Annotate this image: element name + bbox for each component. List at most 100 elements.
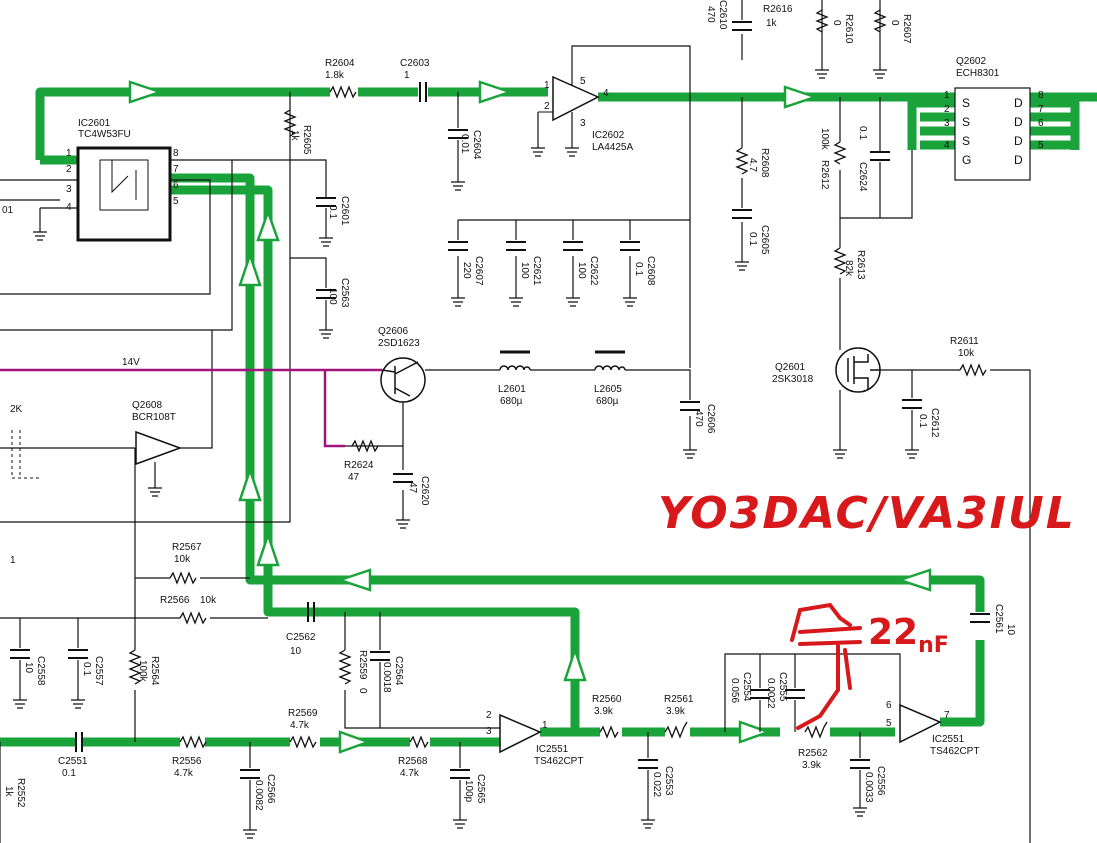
q2602-d3: D xyxy=(1014,134,1023,148)
r2562-ref: R2562 xyxy=(798,748,828,759)
c2551-ref: C2551 xyxy=(58,756,88,767)
ic2551a-pin-2: 2 xyxy=(486,710,492,721)
handwritten-cap-number: 22 xyxy=(868,612,919,653)
ic2601-part: TC4W53FU xyxy=(78,129,131,140)
c2604-value: 0.01 xyxy=(459,134,470,154)
ground-13 xyxy=(873,69,887,79)
resistor-r2556 xyxy=(179,735,207,749)
r2611-value: 10k xyxy=(958,348,975,359)
ic2551b-part: TS462CPT xyxy=(930,746,980,757)
l2605-value: 680µ xyxy=(596,396,619,407)
trace-vbus-right xyxy=(170,185,560,617)
q2601-ref: Q2601 xyxy=(775,362,806,373)
r2604-value: 1.8k xyxy=(325,70,344,81)
c2606-value: 470 xyxy=(693,410,704,427)
q2606-part: 2SD1623 xyxy=(378,338,420,349)
r2608-ref: R2608 xyxy=(759,148,770,178)
q2602-pin-1: 1 xyxy=(944,90,950,101)
r2610-value: 0 xyxy=(831,20,842,26)
cap-c2621 xyxy=(506,241,526,251)
c2605-ref: C2605 xyxy=(759,225,770,255)
ic2551b-triangle xyxy=(899,703,942,744)
r2564-ref: R2564 xyxy=(149,656,160,686)
ground-6 xyxy=(565,147,579,157)
q2608-symbol xyxy=(135,430,183,466)
ground-2 xyxy=(319,237,333,247)
resistor-r2564 xyxy=(128,649,142,685)
wire-c2554 xyxy=(724,653,901,732)
c2605-value: 0.1 xyxy=(747,232,758,246)
ic2602-pin-5: 5 xyxy=(580,76,586,87)
cap-c2562 xyxy=(307,602,315,622)
r2624-ref: R2624 xyxy=(344,460,374,471)
power-rail xyxy=(0,368,382,448)
c2608-ref: C2608 xyxy=(645,256,656,286)
c2612-value: 0.1 xyxy=(917,414,928,428)
wire-left-4 xyxy=(0,92,291,523)
resistors xyxy=(128,9,987,749)
r2552-ref: R2552 xyxy=(15,778,26,808)
q2602-part: ECH8301 xyxy=(956,68,1000,79)
flow-arrow-12 xyxy=(738,720,772,744)
cap-c2566 xyxy=(240,769,260,779)
ground-18 xyxy=(148,487,162,497)
cap-c2556 xyxy=(850,759,870,769)
q2602-s2: S xyxy=(962,115,971,129)
ground-3 xyxy=(319,329,333,339)
c2621-value: 100 xyxy=(519,262,530,279)
trace-q2602-out xyxy=(1030,98,1080,150)
ground-12 xyxy=(815,69,829,79)
r2564-value: 100k xyxy=(137,660,148,682)
ground-19 xyxy=(13,699,27,709)
ic2601-pin-5: 5 xyxy=(173,196,179,207)
resistor-r2608 xyxy=(735,147,749,175)
r2612-ref: R2612 xyxy=(819,160,830,190)
r2569-ref: R2569 xyxy=(288,708,318,719)
r2559-ref: R2559 xyxy=(357,650,368,680)
r2556-ref: R2556 xyxy=(172,756,202,767)
q2602-d4: D xyxy=(1014,153,1023,167)
ground-17 xyxy=(396,519,410,529)
inductor-l2605 xyxy=(594,365,626,371)
ic2551b-pin-6: 6 xyxy=(886,700,892,711)
ic2551a-pin-1: 1 xyxy=(542,720,548,731)
resistor-r2569 xyxy=(289,735,317,749)
c2558-ref: C2558 xyxy=(35,656,46,686)
ic2602-pin-4: 4 xyxy=(603,88,609,99)
handwritten-callsign: YO3DAC/VA3IUL xyxy=(658,488,1076,539)
q2602-g: G xyxy=(962,153,972,167)
l2601-ref: L2601 xyxy=(498,384,526,395)
wire-q2608-out xyxy=(180,330,213,449)
c2607-ref: C2607 xyxy=(473,256,484,286)
ground-22 xyxy=(453,819,467,829)
l2601-value: 680µ xyxy=(500,396,523,407)
r2607-ref: R2607 xyxy=(901,14,912,44)
ground-23 xyxy=(641,819,655,829)
cap-c2624 xyxy=(870,151,890,161)
r2568-value: 4.7k xyxy=(400,768,419,779)
ic2602-symbol xyxy=(538,75,600,122)
ic2551b-ref: IC2551 xyxy=(932,734,965,745)
fragment-01: 01 xyxy=(2,205,14,216)
r2624-value: 47 xyxy=(348,472,360,483)
flow-arrow-11 xyxy=(338,730,372,754)
resistor-r2568 xyxy=(409,735,429,749)
ground-16 xyxy=(683,449,697,459)
r2552-value: 1k xyxy=(3,786,14,797)
r2611-ref: R2611 xyxy=(950,336,979,347)
flow-arrow-3 xyxy=(783,85,819,109)
wire-r2610-col xyxy=(821,0,881,70)
r2607-value: 0 xyxy=(889,20,900,26)
r2605-ref: R2605 xyxy=(301,125,312,155)
ground-7 xyxy=(451,297,465,307)
cap-c2561 xyxy=(970,613,990,623)
flow-arrow-7 xyxy=(256,531,280,567)
flow-arrow-5 xyxy=(238,251,262,287)
ic2601-pin-8: 8 xyxy=(173,148,179,159)
wire-c2562-taps xyxy=(344,612,500,729)
r2613-ref: R2613 xyxy=(855,250,866,280)
c2557-ref: C2557 xyxy=(93,656,104,686)
power-14v-branch xyxy=(323,370,345,448)
supply-14v-label: 14V xyxy=(122,357,140,368)
